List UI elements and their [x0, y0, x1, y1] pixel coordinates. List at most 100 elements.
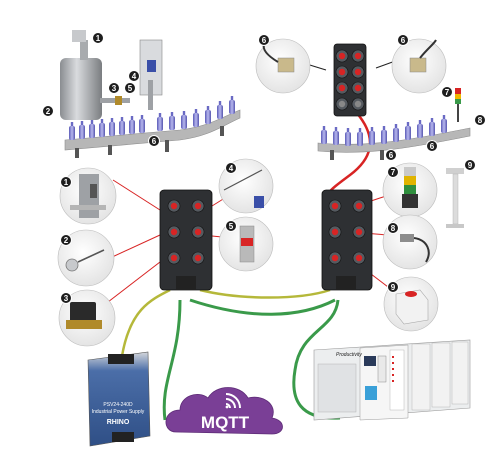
bottle [381, 126, 387, 144]
callout-number: 5 [128, 84, 133, 93]
hub-sensor-right [391, 38, 447, 94]
callout-number: 3 [64, 294, 69, 303]
callout-badge: 4 [225, 162, 237, 174]
bottle [79, 121, 85, 139]
power-cable-daisy [199, 288, 331, 299]
iolink-master-left [159, 189, 213, 291]
valve-body [115, 96, 122, 105]
callout-badge: 6 [258, 34, 270, 46]
bottle [157, 113, 163, 131]
callout-badge: 4 [128, 70, 140, 82]
module-port [191, 251, 205, 265]
bottle [89, 120, 95, 138]
callout-number: 2 [64, 236, 69, 245]
bottle [169, 112, 175, 130]
callout-badge: 6 [385, 149, 397, 161]
bottle [321, 126, 327, 144]
psu-model-label: PSV24-240D [103, 402, 133, 408]
filling-machine [60, 30, 163, 120]
wifi-icon [225, 393, 241, 409]
bottle [441, 115, 447, 133]
module-port [328, 225, 342, 239]
module-port [351, 65, 365, 79]
iolink-master-right [321, 189, 373, 291]
callout-badge: 9 [464, 159, 476, 171]
callout-number: 1 [64, 178, 69, 187]
power-cable-left [120, 288, 171, 357]
callout-badge: 2 [42, 105, 54, 117]
bottle [417, 120, 423, 138]
module-port [167, 251, 181, 265]
ethernet-cable-plc [292, 299, 341, 420]
callout-badge: 8 [387, 222, 399, 234]
stack-light-small [455, 88, 461, 122]
callout-number: 8 [391, 224, 396, 233]
module-port [351, 97, 365, 111]
callout-number: 7 [391, 168, 396, 177]
callout-badge: 7 [441, 86, 453, 98]
callout-number: 1 [96, 34, 101, 43]
callout-badge: 6 [148, 135, 160, 147]
hub-sensor-left [255, 38, 311, 94]
callout-badge: 6 [397, 34, 409, 46]
bottle [129, 116, 135, 134]
callout-number: 5 [229, 222, 234, 231]
bottles-right [321, 115, 447, 146]
bottle [217, 101, 223, 119]
callout-badge: 7 [387, 166, 399, 178]
module-port [352, 225, 366, 239]
mqtt-cloud: MQTT [165, 387, 283, 435]
bottle [393, 124, 399, 142]
power-supply: PSV24-240D Industrial Power Supply RHINO [87, 351, 151, 447]
module-port [167, 225, 181, 239]
bottle [429, 118, 435, 136]
callout-number: 9 [468, 161, 473, 170]
callout-badge: 3 [108, 82, 120, 94]
callout-badge: 2 [60, 234, 72, 246]
bottles-left [69, 96, 235, 140]
valve-3-circle [58, 289, 116, 347]
bottle [205, 106, 211, 124]
bottle [99, 119, 105, 137]
module-port [328, 199, 342, 213]
ethernet-cable-left [162, 299, 182, 421]
cables [120, 111, 372, 421]
module-port [191, 225, 205, 239]
callout-badge: 5 [225, 220, 237, 232]
callout-badge: 1 [60, 176, 72, 188]
sensor-2-circle [57, 229, 115, 287]
callout-number: 4 [132, 72, 137, 81]
plc-brand-label: Productivity [336, 352, 362, 358]
module-port [335, 65, 349, 79]
conveyor-left [64, 109, 241, 158]
module-port [352, 251, 366, 265]
bottle [357, 128, 363, 146]
callout-badge: 1 [92, 32, 104, 44]
bottle [405, 122, 411, 140]
pedestal-button-stand [446, 168, 464, 228]
module-port [352, 199, 366, 213]
filler-nozzle [148, 80, 153, 110]
tank-cap [72, 30, 86, 42]
callout-badge: 8 [474, 114, 486, 126]
module-port [335, 49, 349, 63]
sensor-1-circle [59, 167, 117, 225]
module-port [335, 81, 349, 95]
ethernet-cable-daisy [189, 298, 336, 316]
module-port [335, 97, 349, 111]
plc-rack: Productivity [313, 339, 471, 421]
bottle [229, 96, 235, 114]
bottle [139, 115, 145, 133]
callout-number: 3 [112, 84, 117, 93]
callout-badge: 6 [426, 140, 438, 152]
callout-number: 8 [478, 116, 483, 125]
bottle [109, 118, 115, 136]
module-port [167, 199, 181, 213]
callout-number: 6 [389, 151, 394, 160]
callout-number: 6 [430, 142, 435, 151]
callout-badge: 5 [124, 82, 136, 94]
callout-badge: 3 [60, 292, 72, 304]
module-port [351, 49, 365, 63]
